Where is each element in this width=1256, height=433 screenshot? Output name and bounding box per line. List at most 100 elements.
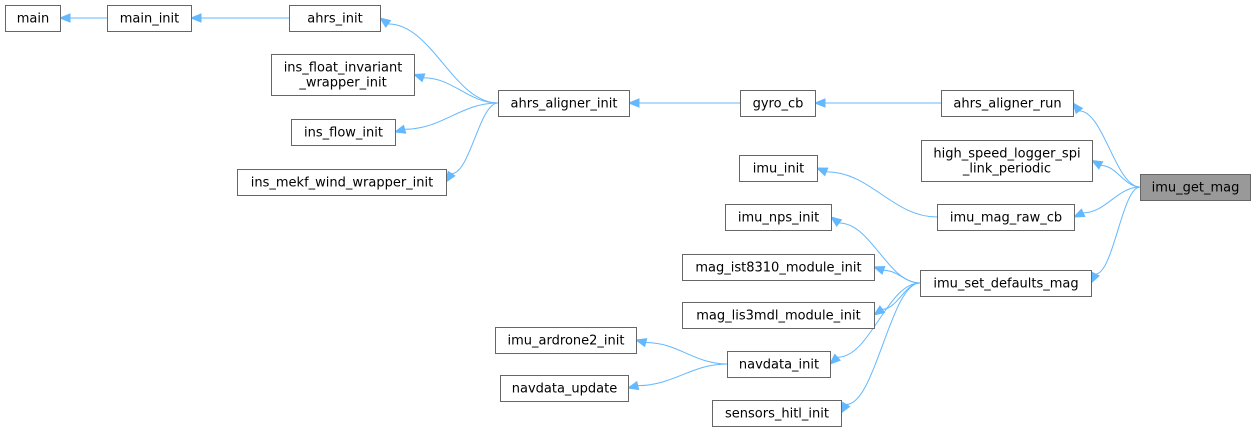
- node-label: main_init: [120, 12, 180, 27]
- edge-arrowhead: [1072, 101, 1084, 115]
- node-ahrs-init[interactable]: ahrs_init: [289, 5, 381, 32]
- node-main[interactable]: main: [5, 5, 61, 32]
- edge-line: [645, 342, 728, 365]
- node-label: gyro_cb: [753, 97, 804, 112]
- node-imu-nps-init[interactable]: imu_nps_init: [725, 204, 832, 231]
- node-box: [920, 270, 1092, 297]
- node-ins-float-invariant-wrapper-init[interactable]: ins_float_invariant_wrapper_init: [271, 54, 415, 96]
- edge-arrowhead: [872, 265, 886, 275]
- node-box: [727, 351, 831, 378]
- node-label: imu_ardrone2_init: [508, 334, 625, 349]
- edge-arrowhead: [626, 380, 640, 391]
- node-box: [495, 327, 637, 354]
- edge-imu-ardrone2-init-to-navdata-init: [634, 338, 728, 365]
- node-label: imu_set_defaults_mag: [933, 277, 1078, 292]
- node-high-speed-logger-spi-link-periodic[interactable]: high_speed_logger_spi_link_periodic: [921, 140, 1093, 182]
- edge-arrowhead: [393, 124, 407, 134]
- edge-arrowhead: [412, 73, 426, 83]
- node-label: ahrs_aligner_run: [953, 97, 1061, 112]
- edge-line: [882, 282, 921, 310]
- edge-line: [846, 282, 921, 405]
- node-mag-lis3mdl-module-init[interactable]: mag_lis3mdl_module_init: [682, 302, 875, 329]
- edge-navdata-update-to-navdata-init: [626, 363, 728, 391]
- edge-arrowhead: [813, 98, 826, 108]
- node-ahrs-aligner-init[interactable]: ahrs_aligner_init: [498, 90, 630, 117]
- node-label: imu_init: [753, 162, 805, 177]
- node-box: [237, 169, 447, 196]
- edge-gyro-cb-to-ahrs-aligner-run: [813, 98, 941, 108]
- edge-main-to-main-init: [58, 13, 107, 23]
- edge-line: [1083, 186, 1141, 214]
- edge-line: [1079, 110, 1141, 188]
- node-mag-ist8310-module-init[interactable]: mag_ist8310_module_init: [682, 254, 875, 281]
- edge-mag-lis3mdl-module-init-to-imu-set-defaults-mag: [872, 282, 921, 316]
- node-label: ins_flow_init: [304, 126, 383, 141]
- node-box: [271, 54, 415, 96]
- edge-ahrs-init-to-ahrs-aligner-init: [378, 17, 499, 104]
- edge-imu-mag-raw-cb-to-imu-get-mag: [1072, 186, 1141, 218]
- node-label: mag_ist8310_module_init: [695, 261, 861, 276]
- edge-high-speed-logger-spi-link-periodic-to-imu-get-mag: [1090, 159, 1141, 188]
- node-box: [5, 5, 61, 32]
- edge-imu-init-to-imu-mag-raw-cb: [815, 167, 938, 218]
- edges-layer: [58, 13, 1141, 415]
- edge-arrowhead: [872, 305, 886, 316]
- edge-arrowhead: [1090, 159, 1104, 170]
- node-ahrs-aligner-run[interactable]: ahrs_aligner_run: [941, 90, 1074, 117]
- node-label: imu_mag_raw_cb: [950, 211, 1062, 226]
- node-label: navdata_init: [739, 358, 819, 373]
- node-box: [107, 5, 192, 32]
- node-box: [500, 375, 629, 402]
- node-imu-get-mag[interactable]: imu_get_mag: [1140, 174, 1251, 201]
- node-box: [740, 90, 816, 117]
- edge-main-init-to-ahrs-init: [189, 13, 289, 23]
- node-gyro-cb[interactable]: gyro_cb: [740, 90, 816, 117]
- edge-ahrs-aligner-init-to-gyro-cb: [627, 98, 740, 108]
- node-box: [712, 400, 842, 427]
- node-imu-ardrone2-init[interactable]: imu_ardrone2_init: [495, 327, 637, 354]
- node-box: [725, 204, 832, 231]
- node-navdata-init[interactable]: navdata_init: [727, 351, 831, 378]
- edge-line: [404, 102, 499, 130]
- edge-arrowhead: [58, 13, 71, 23]
- edge-line: [883, 269, 921, 284]
- node-sensors-hitl-init[interactable]: sensors_hitl_init: [712, 400, 842, 427]
- edge-line: [1100, 164, 1141, 188]
- edge-arrowhead: [445, 170, 456, 184]
- node-box: [682, 254, 875, 281]
- node-imu-init[interactable]: imu_init: [739, 155, 818, 182]
- edge-mag-ist8310-module-init-to-imu-set-defaults-mag: [872, 265, 921, 284]
- node-box: [291, 119, 396, 146]
- edge-arrowhead: [829, 216, 843, 228]
- node-box: [739, 155, 818, 182]
- node-ins-flow-init[interactable]: ins_flow_init: [291, 119, 396, 146]
- node-imu-mag-raw-cb[interactable]: imu_mag_raw_cb: [937, 204, 1075, 231]
- node-label: imu_nps_init: [738, 211, 819, 226]
- edge-line: [826, 171, 938, 218]
- edge-line: [1095, 186, 1141, 275]
- edge-line: [637, 363, 728, 387]
- edge-ahrs-aligner-run-to-imu-get-mag: [1072, 101, 1141, 188]
- edge-line: [423, 77, 499, 104]
- node-box: [921, 140, 1093, 182]
- node-label: imu_get_mag: [1152, 181, 1240, 196]
- edge-arrowhead: [1072, 208, 1086, 218]
- node-label: navdata_update: [512, 382, 618, 397]
- node-ins-mekf-wind-wrapper-init[interactable]: ins_mekf_wind_wrapper_init: [237, 169, 447, 196]
- node-navdata-update[interactable]: navdata_update: [500, 375, 629, 402]
- node-main-init[interactable]: main_init: [107, 5, 192, 32]
- node-label: high_speed_logger_spi: [933, 147, 1080, 162]
- node-label: ins_float_invariant: [284, 61, 403, 76]
- node-label: mag_lis3mdl_module_init: [696, 309, 860, 324]
- edge-ins-float-invariant-wrapper-init-to-ahrs-aligner-init: [412, 73, 499, 104]
- node-label: main: [17, 12, 49, 27]
- edge-arrowhead: [815, 167, 829, 177]
- edge-arrowhead: [627, 98, 640, 108]
- node-label: sensors_hitl_init: [725, 407, 829, 422]
- nodes-layer: main main_init ahrs_init ins_float_invarian…: [5, 5, 1251, 427]
- node-label: ins_mekf_wind_wrapper_init: [251, 176, 433, 191]
- node-box: [941, 90, 1074, 117]
- edge-arrowhead: [189, 13, 202, 23]
- node-imu-set-defaults-mag[interactable]: imu_set_defaults_mag: [920, 270, 1092, 297]
